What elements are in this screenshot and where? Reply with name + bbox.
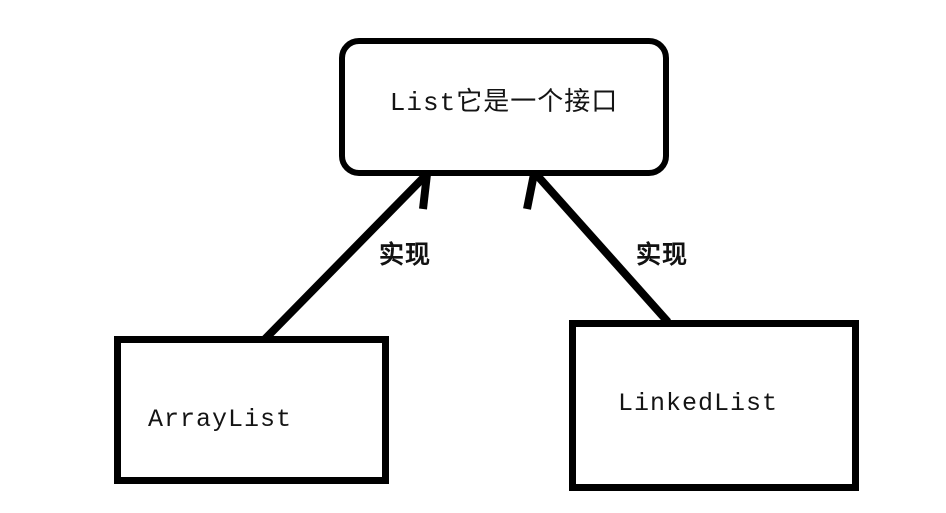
node-linkedlist[interactable]: LinkedList [569, 320, 859, 491]
node-linkedlist-label: LinkedList [618, 389, 779, 418]
arrowhead-barb-right [523, 173, 538, 210]
arrowhead-barb-left [419, 173, 431, 210]
edge-label-linkedlist-implements: 实现 [636, 242, 689, 269]
node-arraylist-label: ArrayList [148, 404, 293, 434]
node-list-interface[interactable]: List它是一个接口 [339, 38, 669, 176]
node-list-interface-label: List它是一个接口 [389, 88, 619, 118]
edge-label-arraylist-implements: 实现 [379, 242, 432, 269]
node-arraylist[interactable]: ArrayList [114, 336, 389, 484]
